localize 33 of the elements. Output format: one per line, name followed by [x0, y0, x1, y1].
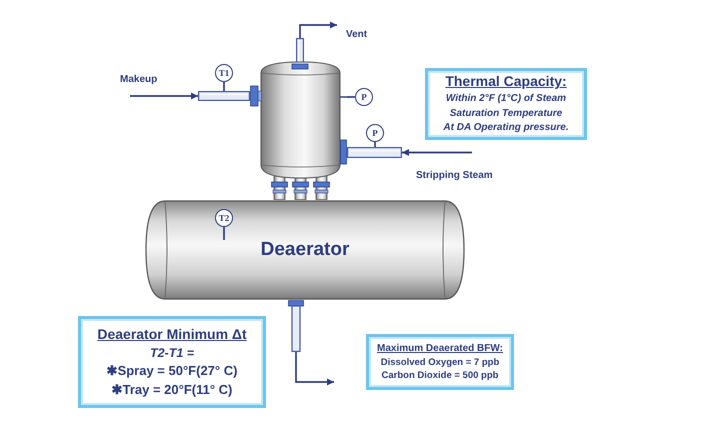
arrow: [299, 22, 337, 38]
panel-heading: Thermal Capacity:: [445, 72, 567, 92]
vertical-vessel: [250, 60, 347, 200]
panel-heading: Deaerator Minimum Δt: [97, 325, 247, 344]
panel-text: T2-T1 =: [150, 344, 194, 362]
panel-text: Dissolved Oxygen = 7 ppb: [380, 356, 500, 369]
vent-pipe: [296, 38, 304, 64]
panel-text: Within 2°F (1°C) of Steam Saturation Temperature At DA Operating pressure.: [443, 92, 569, 136]
steam-pipe: [347, 147, 402, 158]
panel-text: ✱Spray = 50°F(27° C): [106, 362, 238, 380]
arrow: [402, 149, 472, 156]
edge-label: Stripping Steam: [416, 170, 493, 181]
connector-line: [347, 96, 355, 98]
panel-text: Carbon Dioxide = 500 ppb: [382, 369, 498, 382]
edge-label: Vent: [346, 29, 368, 40]
info-panel: [366, 334, 514, 390]
pressure-indicator: P: [366, 124, 384, 142]
connector-line: [223, 227, 225, 240]
pressure-indicator: P: [355, 88, 373, 106]
inlet-pipe: [198, 91, 250, 101]
temperature-indicator: T1: [215, 64, 233, 82]
edge-label: Makeup: [120, 74, 158, 85]
connector-line: [223, 82, 225, 91]
info-panel: [425, 68, 587, 140]
info-panel: [78, 316, 266, 408]
panel-heading: Maximum Deaerated BFW:: [377, 342, 503, 356]
outlet-pipe: [288, 300, 304, 352]
tank-label: Deaerator: [260, 240, 350, 260]
arrow: [295, 352, 334, 386]
horizontal-tank: [145, 200, 465, 300]
connector-line: [374, 142, 376, 147]
arrow: [130, 92, 198, 100]
panel-text: ✱Tray = 20°F(11° C): [112, 380, 232, 399]
